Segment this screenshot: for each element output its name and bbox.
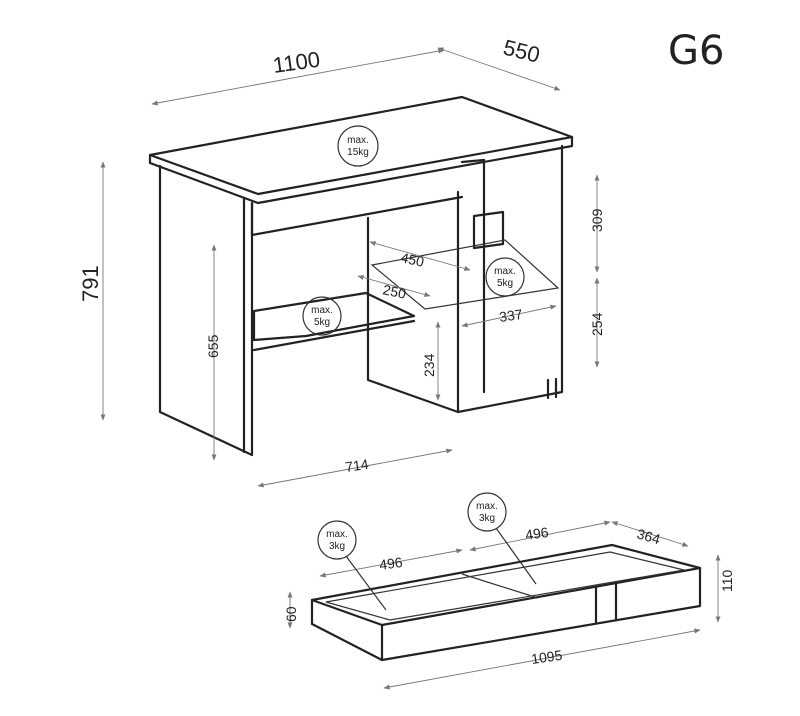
svg-text:max.: max. (311, 305, 333, 316)
svg-text:max.: max. (326, 529, 348, 540)
drawer-divider (461, 573, 539, 599)
dim-shelf-width-line (461, 304, 557, 328)
dim-depth-label: 550 (501, 35, 543, 68)
dim-under-label: 234 (421, 353, 437, 377)
svg-text:3kg: 3kg (479, 513, 495, 524)
dim-tray-label: 250 (381, 281, 407, 302)
svg-text:15kg: 15kg (347, 147, 369, 158)
model-code: G6 (668, 28, 724, 74)
bed-drawer-drawing (310, 543, 702, 662)
drawer-length-label: 1095 (530, 647, 563, 667)
under-cabinet (366, 216, 460, 414)
dim-depth-line (437, 47, 561, 91)
right-cabinet (456, 144, 564, 414)
dim-shelf-width-label: 337 (498, 306, 524, 325)
drawer-depth-label: 364 (635, 526, 662, 548)
svg-text:max.: max. (494, 266, 516, 277)
load-badge-tray: max. 5kg (302, 296, 342, 336)
dim-height-label: 791 (78, 265, 103, 302)
dim-shelf-depth-line (369, 241, 471, 271)
dim-knee-line (257, 448, 453, 488)
drawer-width-left-label: 496 (378, 554, 404, 573)
drawer-width-right-label: 496 (524, 524, 550, 543)
drawer-height-outer-label: 110 (719, 569, 735, 592)
dim-tray-line (357, 275, 431, 297)
dim-lower-label: 254 (589, 312, 605, 336)
front-apron (250, 195, 464, 237)
load-badge-drawer-right: max. 3kg (467, 492, 537, 585)
svg-text:max.: max. (347, 135, 369, 146)
drawer-top-rim (310, 543, 702, 627)
desk-dimensions (100, 47, 600, 488)
dim-knee-label: 714 (344, 456, 370, 475)
drawer-height-inner-label: 60 (283, 606, 299, 622)
cabinet-handle (472, 210, 505, 250)
dim-drawer-label: 309 (589, 208, 605, 232)
drawer-dimensions (287, 520, 721, 690)
svg-text:5kg: 5kg (314, 317, 330, 328)
dim-leg-label: 655 (205, 334, 221, 358)
svg-text:5kg: 5kg (497, 278, 513, 289)
svg-text:3kg: 3kg (329, 541, 345, 552)
dim-width-label: 1100 (271, 47, 321, 78)
drawer-inner (325, 551, 685, 621)
load-badge-top: max. 15kg (337, 125, 379, 167)
keyboard-tray (252, 291, 416, 342)
dim-shelf-depth-label: 450 (399, 249, 425, 270)
load-badge-drawer-left: max. 3kg (317, 520, 387, 611)
left-side-panel (158, 164, 254, 457)
svg-text:max.: max. (476, 501, 498, 512)
dim-width-line (151, 48, 445, 106)
load-badge-shelf: max. 5kg (485, 257, 525, 297)
desk-top-edge (148, 135, 574, 205)
